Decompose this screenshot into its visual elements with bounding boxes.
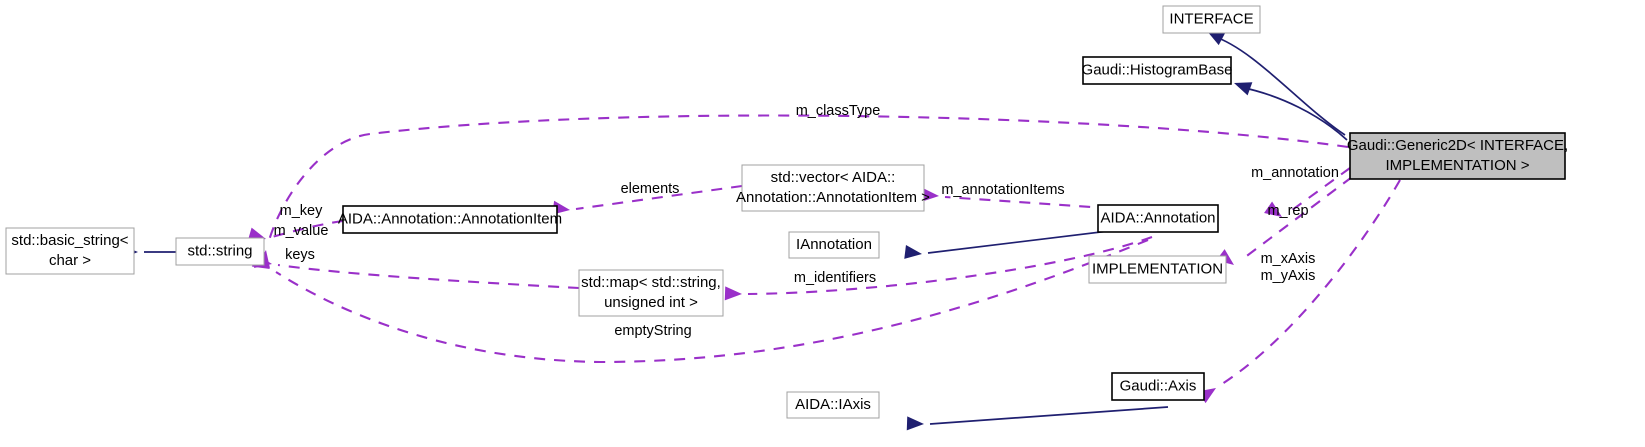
edge-line-usage: [1287, 167, 1351, 214]
edge-label-m_annotationitems: m_annotationItems: [941, 182, 1064, 198]
class-node-implementation[interactable]: IMPLEMENTATION: [1088, 255, 1227, 284]
class-node-box[interactable]: [1162, 5, 1261, 34]
class-node-label: std::basic_string<: [11, 232, 128, 249]
class-node-vector_items[interactable]: std::vector< AIDA::Annotation::Annotatio…: [736, 164, 930, 212]
class-node-label: std::vector< AIDA::: [771, 169, 896, 186]
class-node-box[interactable]: [342, 205, 558, 234]
class-node-label: Gaudi::Axis: [1120, 377, 1197, 394]
class-node-box[interactable]: [175, 237, 265, 266]
class-node-box[interactable]: [578, 269, 724, 317]
edge-line-usage: [1221, 179, 1401, 385]
edge-label-m_rep: m_rep: [1267, 203, 1308, 219]
edge-label-m_value: m_value: [274, 223, 329, 239]
edge-annotation-usage: [1264, 167, 1351, 217]
edge-label-m_yaxis: m_yAxis: [1261, 268, 1316, 284]
edge-line-usage: [575, 184, 743, 211]
class-node-box[interactable]: [1111, 372, 1205, 401]
class-node-label: IMPLEMENTATION: [1092, 260, 1223, 277]
class-node-label: Annotation::AnnotationItem >: [736, 189, 930, 206]
arrowhead-inheritance: [1234, 82, 1253, 96]
edge-line-usage: [271, 219, 344, 239]
edge-line-inheritance: [1212, 35, 1346, 136]
class-node-label: Gaudi::HistogramBase: [1082, 61, 1233, 78]
class-node-aida_iaxis[interactable]: AIDA::IAxis: [786, 391, 880, 419]
class-node-interface[interactable]: INTERFACE: [1162, 5, 1261, 34]
class-node-std_map[interactable]: std::map< std::string,unsigned int >: [578, 269, 724, 317]
class-node-box[interactable]: [1349, 132, 1566, 180]
arrowhead-inheritance: [1207, 31, 1226, 46]
arrowhead-inheritance: [906, 416, 924, 431]
class-node-label: AIDA::Annotation: [1100, 209, 1215, 226]
edges-layer: [121, 31, 1401, 431]
edge-line-usage: [944, 195, 1151, 213]
arrowhead-inheritance: [904, 244, 922, 259]
class-node-label: IAnnotation: [796, 236, 872, 253]
edge-generic2d-interface: [1207, 31, 1346, 136]
class-node-label: INTERFACE: [1169, 10, 1253, 27]
edge-line-usage: [266, 114, 1349, 245]
class-node-label: AIDA::IAxis: [795, 396, 871, 413]
edge-label-m_annotation: m_annotation: [1251, 165, 1339, 181]
edge-line-inheritance: [929, 406, 1169, 425]
class-node-label: std::string: [187, 242, 252, 259]
class-node-aida_annotation[interactable]: AIDA::Annotation: [1097, 204, 1219, 233]
edge-labels-layer: m_classType m_annotation elements m_annotat…: [274, 103, 1339, 339]
class-node-iannotation[interactable]: IAnnotation: [788, 231, 880, 259]
edge-line-usage: [747, 236, 1153, 296]
edge-line-usage: [275, 239, 1149, 364]
class-node-histogrambase[interactable]: Gaudi::HistogramBase: [1082, 56, 1233, 85]
class-node-label: Gaudi::Generic2D< INTERFACE,: [1347, 137, 1568, 154]
class-node-box[interactable]: [5, 227, 135, 275]
class-node-generic2d[interactable]: Gaudi::Generic2D< INTERFACE,IMPLEMENTATI…: [1347, 132, 1568, 180]
class-node-box[interactable]: [786, 391, 880, 419]
class-node-label: AIDA::Annotation::AnnotationItem: [338, 210, 562, 227]
class-node-gaudi_axis[interactable]: Gaudi::Axis: [1111, 372, 1205, 401]
edge-annotationitems-usage: [921, 187, 1151, 213]
class-node-box[interactable]: [1097, 204, 1219, 233]
edge-generic2d-histogrambase: [1234, 82, 1348, 141]
arrowhead-usage: [921, 187, 939, 202]
class-node-label: IMPLEMENTATION >: [1385, 157, 1529, 174]
class-node-box[interactable]: [1088, 255, 1227, 284]
edge-identifiers-usage: [724, 236, 1153, 301]
edge-label-m_key: m_key: [280, 203, 323, 219]
edge-line-usage: [1239, 176, 1353, 262]
class-node-label: char >: [49, 252, 91, 269]
class-node-basic_string[interactable]: std::basic_string<char >: [5, 227, 135, 275]
edge-label-emptystring: emptyString: [614, 323, 691, 339]
edge-gaudiaxis-aidaiaxis: [906, 406, 1169, 431]
edge-line-inheritance: [1239, 86, 1348, 141]
class-node-box[interactable]: [788, 231, 880, 259]
class-node-label: std::map< std::string,: [581, 274, 721, 291]
edge-label-m_identifiers: m_identifiers: [794, 270, 876, 286]
class-node-std_string[interactable]: std::string: [175, 237, 265, 266]
edge-label-m_xaxis: m_xAxis: [1261, 251, 1316, 267]
arrowhead-usage: [1264, 201, 1282, 217]
nodes-layer: INTERFACEGaudi::HistogramBaseGaudi::Gene…: [5, 5, 1568, 419]
class-node-box[interactable]: [1082, 56, 1232, 85]
arrowhead-usage: [724, 286, 742, 301]
class-node-box[interactable]: [741, 164, 925, 212]
edge-label-keys: keys: [285, 247, 315, 263]
edge-label-elements: elements: [621, 181, 680, 197]
edge-label-m_classtype: m_classType: [796, 103, 881, 119]
class-node-label: unsigned int >: [604, 294, 698, 311]
edge-line-usage: [277, 263, 580, 290]
class-node-annotationitem[interactable]: AIDA::Annotation::AnnotationItem: [338, 205, 562, 234]
